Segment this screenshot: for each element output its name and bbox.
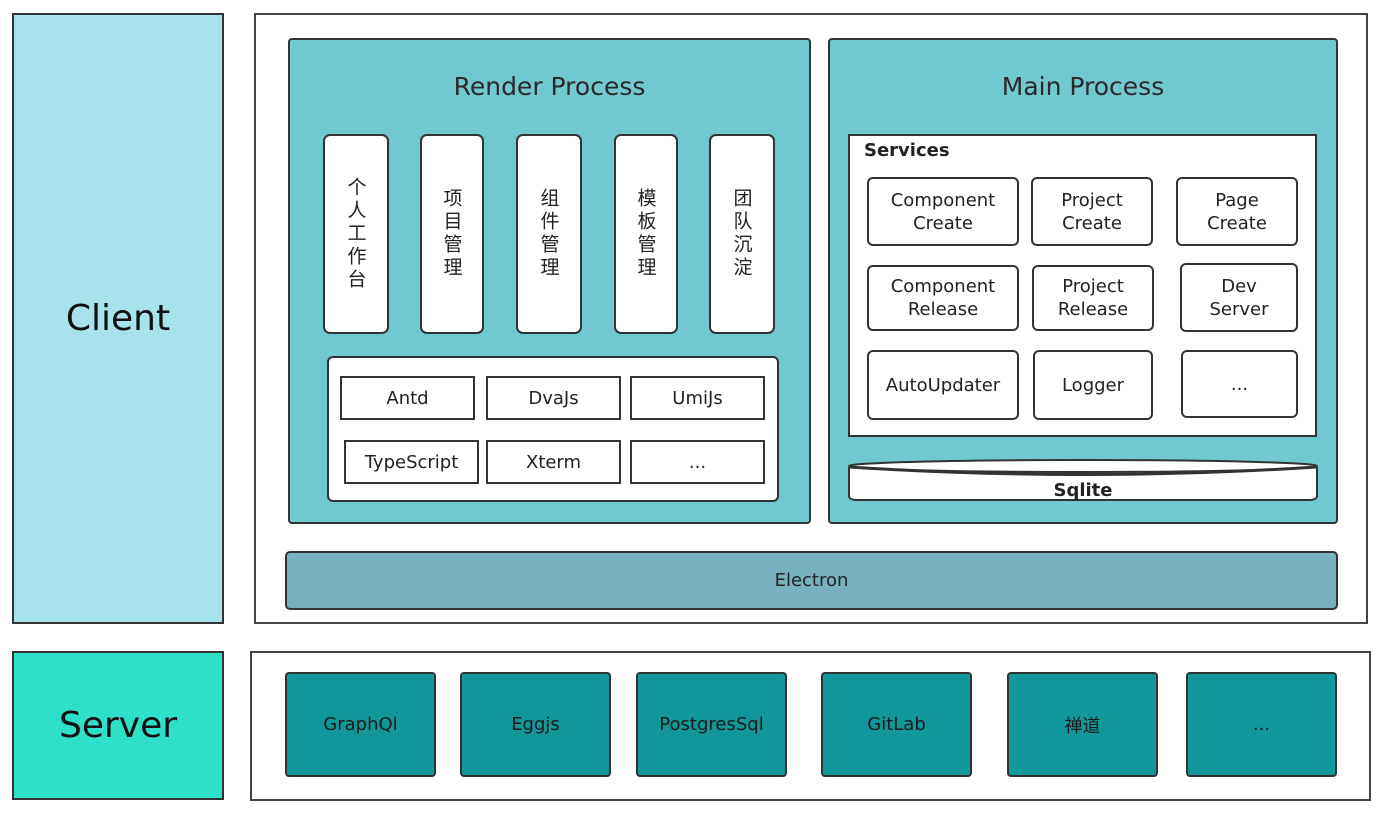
service-line: Server [1209,298,1269,320]
service-more: ... [1181,350,1298,418]
service-autoupdater: AutoUpdater [867,350,1019,420]
service-logger: Logger [1033,350,1153,420]
server-tech-graphql: GraphQl [285,672,436,777]
module-template-management: 模板管理 [614,134,678,334]
library-dvajs: DvaJs [486,376,621,420]
services-label: Services [864,140,950,161]
service-line: Project [1062,276,1124,297]
service-line: Component [890,189,996,211]
service-line: Project [1061,189,1123,211]
server-tech-eggjs: Eggjs [460,672,611,777]
library-antd: Antd [340,376,475,420]
render-process-title: Render Process [453,72,646,101]
module-label: 团队沉淀 [730,188,753,280]
module-label: 组件管理 [537,188,560,280]
library-xterm: Xterm [486,440,621,484]
module-project-management: 项目管理 [420,134,484,334]
electron-layer: Electron [285,551,1338,610]
server-layer-label: Server [12,651,224,800]
service-line: Release [907,299,979,320]
module-label: 个人工作台 [344,176,367,292]
module-personal-workspace: 个人工作台 [323,134,389,334]
service-line: Page [1215,189,1259,211]
server-tech-postgressql: PostgresSql [636,672,787,777]
client-layer-label: Client [12,13,224,624]
service-line: Logger [1061,374,1125,396]
sqlite-label: Sqlite [1053,480,1112,501]
library-more: ... [630,440,765,484]
module-label: 项目管理 [440,188,463,280]
service-line: Create [1207,212,1267,234]
service-line: AutoUpdater [885,374,1001,396]
module-label: 模板管理 [634,188,657,280]
library-typescript: TypeScript [344,440,479,484]
module-team-knowledge: 团队沉淀 [709,134,775,334]
server-tech-more: ... [1186,672,1337,777]
service-line: Release [1057,299,1129,320]
module-component-management: 组件管理 [516,134,582,334]
service-line: Create [1062,212,1122,234]
server-frame [250,651,1371,801]
main-process-title: Main Process [1001,72,1165,101]
service-line: Component [890,276,996,297]
service-line: Dev [1221,275,1257,297]
library-umijs: UmiJs [630,376,765,420]
sqlite-database-icon: Sqlite [848,459,1318,501]
server-tech-gitlab: GitLab [821,672,972,777]
server-tech-zentao: 禅道 [1007,672,1158,777]
service-line: ... [1230,373,1249,395]
service-line: Create [913,212,973,234]
